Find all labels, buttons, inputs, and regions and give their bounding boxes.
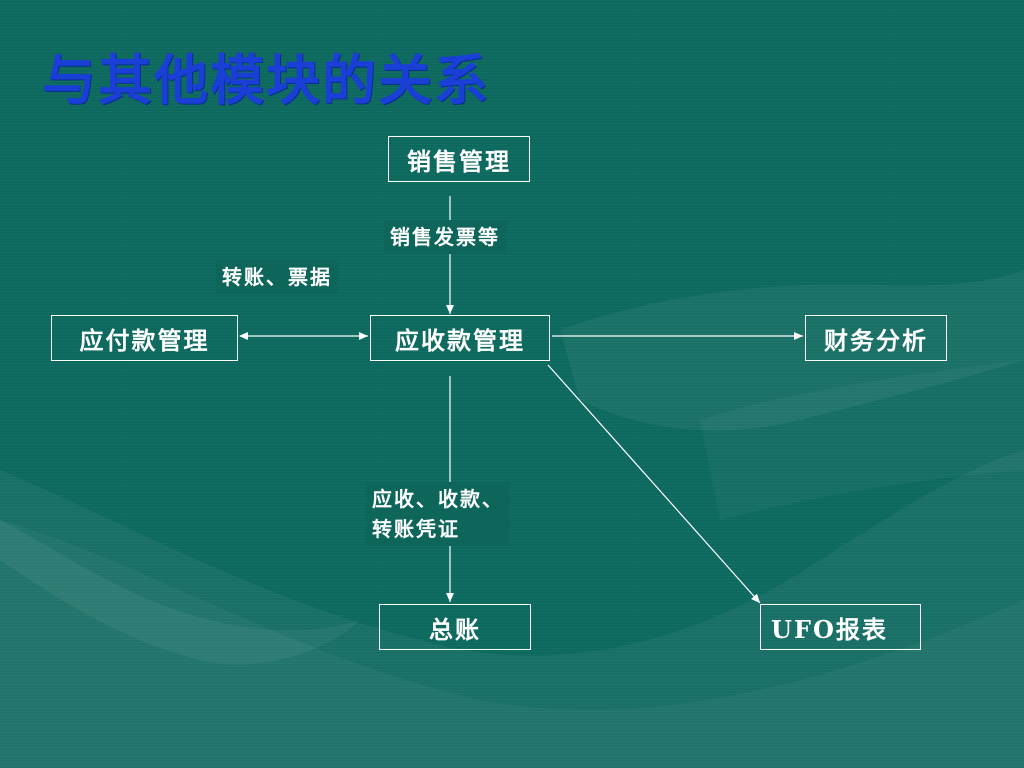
node-ufo-label: UFO报表 bbox=[771, 614, 888, 644]
node-ufo: UFO报表 bbox=[760, 604, 921, 650]
node-finance-label: 财务分析 bbox=[824, 325, 928, 355]
node-payables-label: 应付款管理 bbox=[79, 325, 210, 355]
edge-label-sales-invoices: 销售发票等 bbox=[384, 220, 506, 254]
node-receivables-label: 应收款管理 bbox=[395, 325, 525, 355]
edge-label-vouchers-line1: 应收、收款、 bbox=[372, 487, 504, 511]
edge-label-vouchers: 应收、收款、 转账凭证 bbox=[366, 482, 510, 546]
node-payables: 应付款管理 bbox=[51, 315, 238, 361]
node-sales-label: 销售管理 bbox=[407, 146, 511, 176]
page-title: 与其他模块的关系 bbox=[42, 48, 490, 112]
node-finance: 财务分析 bbox=[805, 315, 947, 361]
edge-label-vouchers-line2: 转账凭证 bbox=[372, 517, 460, 541]
node-receivables: 应收款管理 bbox=[370, 315, 550, 361]
edge-label-sales-invoices-text: 销售发票等 bbox=[390, 225, 500, 249]
edge-label-transfer-notes: 转账、票据 bbox=[216, 260, 338, 294]
node-ledger-label: 总账 bbox=[429, 614, 481, 644]
node-sales: 销售管理 bbox=[388, 136, 530, 182]
edge-label-transfer-notes-text: 转账、票据 bbox=[222, 265, 332, 289]
node-ledger: 总账 bbox=[379, 604, 531, 650]
